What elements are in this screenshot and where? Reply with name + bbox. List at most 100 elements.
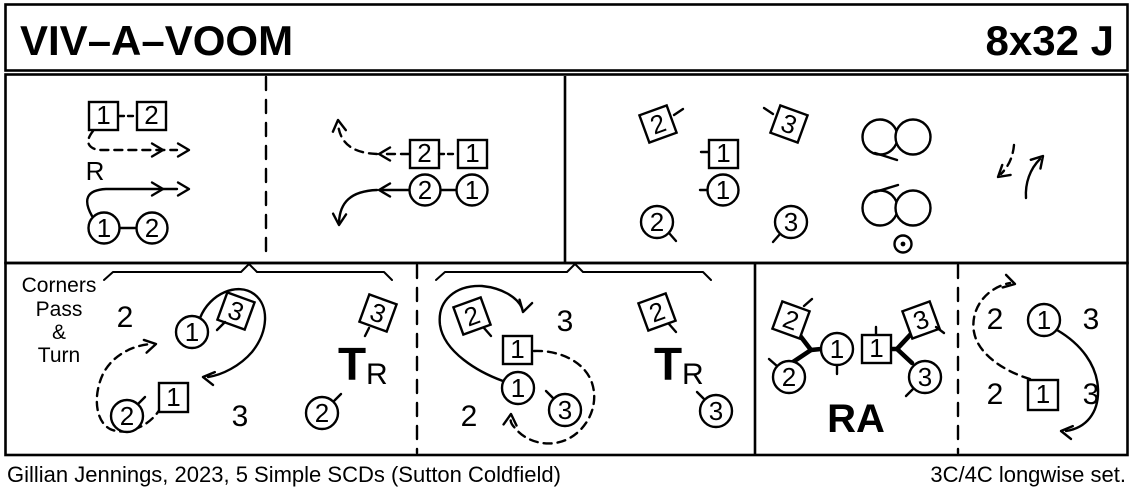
turn-symbol: T [338, 338, 366, 390]
diamond-dancer: 3 [215, 290, 257, 332]
turn-hand-subscript: R [682, 358, 704, 391]
arrowhead-icon [331, 212, 348, 227]
solid-turn-arrow [1024, 157, 1042, 200]
circle-number: 3 [558, 395, 572, 425]
circle-number: 2 [315, 398, 329, 428]
rhythm-label: 8x32 J [986, 17, 1114, 64]
square-dancer [707, 138, 740, 170]
circle-dancer [907, 359, 943, 395]
circle-number: 3 [784, 207, 798, 237]
dashed-cast-loop [509, 349, 596, 445]
facing-tick [667, 231, 678, 243]
arrowhead-icon [201, 370, 216, 387]
solid-cross-track [1055, 328, 1100, 433]
facing-tick [767, 357, 779, 368]
arrowhead-icon [377, 182, 392, 198]
caption-line: Turn [38, 344, 80, 367]
loop-tail [873, 151, 899, 162]
circle-dancer [773, 204, 809, 240]
arrowhead-icon [518, 298, 534, 314]
square-dancer [501, 334, 534, 366]
diamond-dancer: 2 [770, 299, 812, 341]
arrowhead-icon [331, 118, 347, 133]
diamond-dancer: 2 [636, 291, 678, 333]
facing-tick [136, 395, 147, 406]
square-number: 2 [144, 100, 158, 130]
arrowhead-icon [176, 181, 191, 197]
loop-figure-bottom [861, 183, 932, 227]
panel-corners-pass-turn-1: Corners Pass & Turn 2 1 3 1 2 3 3 T R 2 [22, 263, 399, 434]
solid-track [86, 187, 179, 218]
place-number: 3 [232, 400, 249, 433]
circle-number: 3 [709, 396, 723, 426]
circle-dancer [698, 393, 734, 429]
arrowhead-icon [377, 146, 392, 162]
arrowhead-icon [176, 142, 191, 158]
square-dancer [456, 138, 489, 170]
facing-tick [672, 107, 685, 117]
caption-line: Pass [36, 298, 83, 321]
circle-dancer [500, 370, 536, 406]
panel-bars-9-16: 2 3 1 1 2 3 [637, 103, 1045, 254]
diamond-dancer: 3 [900, 299, 942, 341]
wheel-arms [894, 331, 915, 366]
phrase-brace [103, 263, 393, 281]
square-number: 1 [96, 100, 110, 130]
circle-number: 2 [650, 207, 664, 237]
square-number: 2 [417, 138, 431, 168]
loop-tail [873, 183, 900, 194]
dance-title: VIV–A–VOOM [20, 17, 293, 64]
solid-turn-loop [198, 288, 267, 379]
circle-number: 1 [465, 175, 479, 205]
circle-dancer [174, 314, 210, 350]
arrowhead-icon [150, 142, 165, 158]
circle-dancer [547, 392, 583, 428]
square-dancer [1026, 378, 1060, 412]
place-number: 3 [1083, 303, 1100, 336]
wheel-arm [808, 346, 824, 353]
dashed-turn-arrow [999, 143, 1016, 176]
square-dancer [157, 381, 190, 414]
turn-symbol: T [654, 338, 682, 390]
square-number: 1 [869, 333, 883, 363]
square-number: 1 [716, 138, 730, 168]
facing-tick [482, 326, 493, 338]
credit-line: Gillian Jennings, 2023, 5 Simple SCDs (S… [7, 462, 561, 487]
square-number: 1 [1036, 379, 1050, 409]
circle-number: 2 [145, 213, 159, 243]
arrowhead-icon [150, 181, 165, 197]
solid-turn-loop [438, 284, 524, 383]
panel-corners-pass-turn-2: 2 3 1 1 3 2 2 T R 3 [435, 263, 734, 445]
row1-box [4, 73, 1129, 265]
caption-line: & [52, 321, 66, 344]
place-number: 3 [1083, 378, 1100, 411]
loop-figure-top [861, 118, 932, 162]
facing-tick [802, 297, 814, 308]
title-box [4, 3, 1129, 72]
arrowhead-icon [1059, 424, 1074, 441]
circle-number: 1 [185, 317, 199, 347]
facing-tick [215, 320, 227, 332]
solid-track-curve [337, 188, 379, 224]
circle-dancer [771, 359, 807, 395]
circle-dancer [109, 398, 145, 434]
arrowhead-icon [1001, 273, 1017, 289]
dashed-track-curve [336, 122, 379, 156]
circle-number: 1 [511, 373, 525, 403]
circle-number: 2 [120, 401, 134, 431]
row2-box [4, 261, 1129, 457]
circle-dancer [304, 395, 340, 431]
diamond-dancer: 2 [637, 103, 679, 145]
panel-bars-1-4: 1 2 R 1 2 [86, 100, 191, 245]
facing-tick [667, 322, 678, 334]
facing-tick [544, 389, 555, 400]
square-number: 1 [465, 138, 479, 168]
figure-label: RA [827, 397, 885, 441]
caption-line: Corners [22, 274, 97, 297]
frames [4, 3, 1129, 457]
circle-number: 1 [716, 175, 730, 205]
circle-number: 2 [782, 362, 796, 392]
circle-number: 2 [418, 175, 432, 205]
